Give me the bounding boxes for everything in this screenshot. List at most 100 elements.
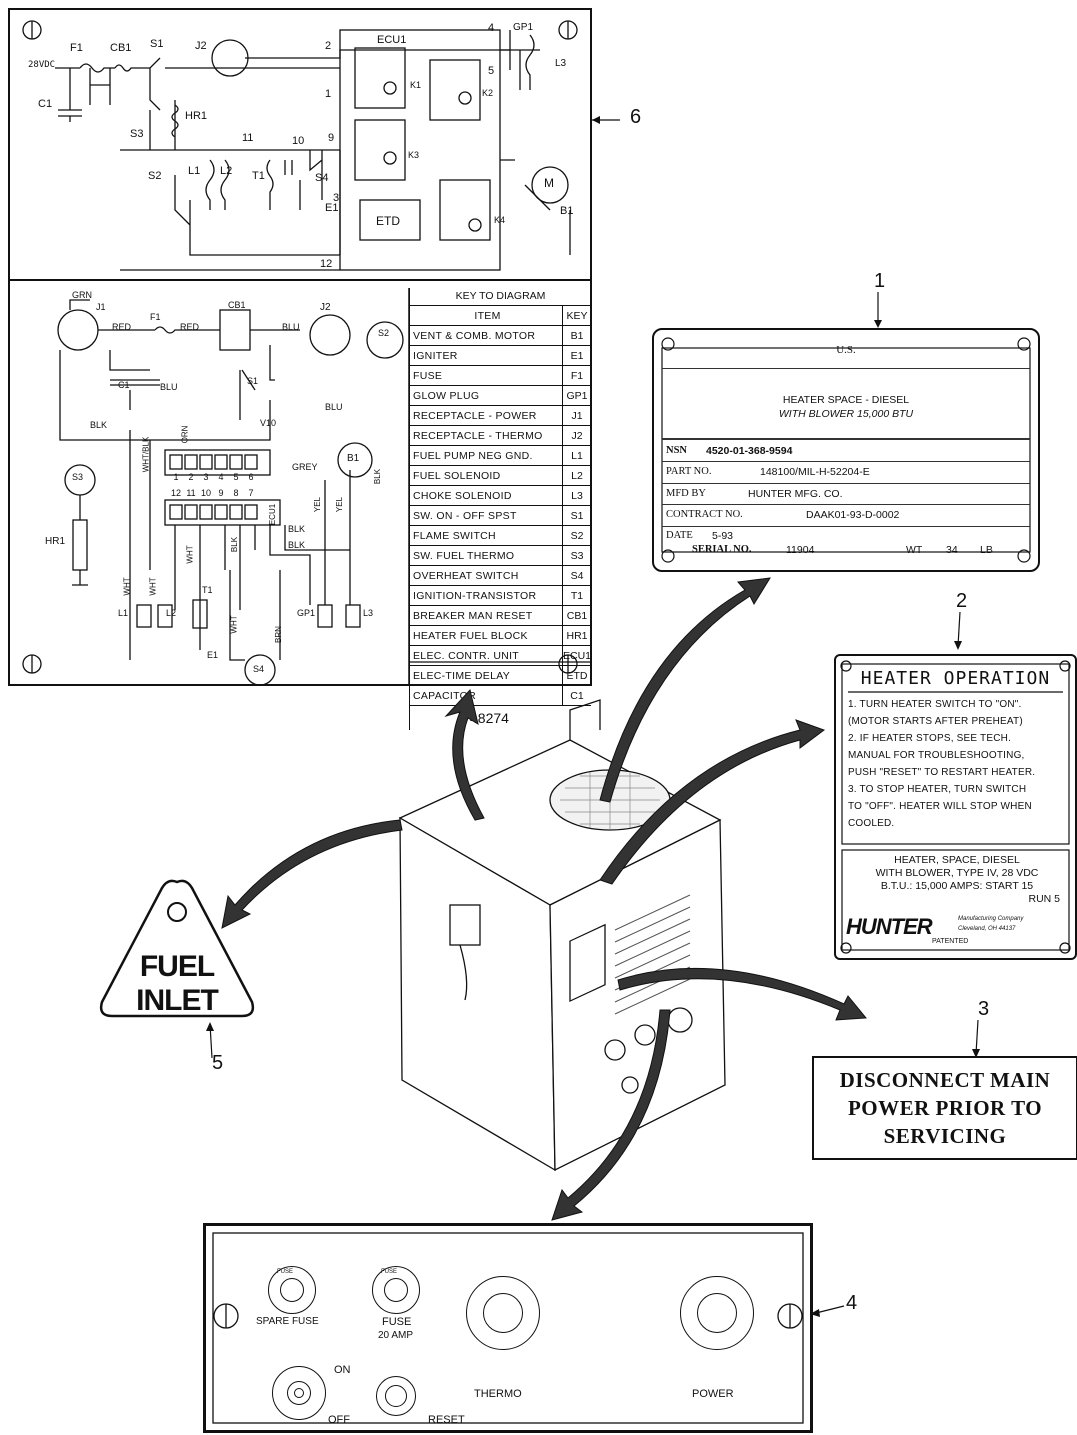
leader-4 (810, 1305, 845, 1317)
fuse-holder[interactable]: FUSE (372, 1266, 420, 1314)
reset-label: RESET (428, 1414, 465, 1426)
key-item: RECEPTACLE - THERMO (413, 429, 543, 442)
wire-blu1: BLU (282, 322, 300, 332)
hunter-logo-sub1: Manufacturing Company (958, 916, 1024, 922)
operation-line: (MOTOR STARTS AFTER PREHEAT) (848, 716, 1023, 727)
wire-t1: T1 (202, 585, 213, 595)
operation-line: 1. TURN HEATER SWITCH TO "ON". (848, 699, 1022, 710)
label-b1: B1 (560, 205, 574, 217)
label-ecu1: ECU1 (377, 34, 407, 46)
operation-line: TO "OFF". HEATER WILL STOP WHEN (848, 801, 1032, 812)
terminal-number: 8 (233, 488, 239, 498)
label-cb1: CB1 (110, 42, 132, 54)
node-3: 3 (333, 192, 340, 204)
label-s4: S4 (315, 172, 329, 184)
label-k1: K1 (410, 80, 422, 90)
label-s3: S3 (130, 128, 144, 140)
key-item: CHOKE SOLENOID (413, 489, 512, 502)
power-label: POWER (692, 1388, 734, 1400)
wire-l2: L2 (166, 608, 177, 618)
key-code: E1 (562, 346, 591, 365)
fuse-cap-text: FUSE (277, 1269, 294, 1275)
warning-line-1: DISCONNECT MAIN (839, 1068, 1051, 1092)
label-j2: J2 (195, 40, 207, 52)
key-item: FUEL SOLENOID (413, 469, 501, 482)
label-l1: L1 (188, 165, 201, 177)
terminal-number: 1 (173, 472, 179, 482)
plate-wt-value: 34 (946, 544, 958, 556)
heater-operation-plate: HEATER OPERATION 1. TURN HEATER SWITCH T… (834, 654, 1077, 960)
wire-yel1: YEL (313, 496, 323, 513)
terminal-number: 10 (200, 488, 211, 498)
key-item: OVERHEAT SWITCH (413, 569, 519, 582)
key-item: IGNITER (413, 349, 458, 362)
key-item: IGNITION-TRANSISTOR (413, 589, 537, 602)
key-item: FLAME SWITCH (413, 529, 496, 542)
wire-wht2: WHT (148, 577, 158, 596)
node-5: 5 (488, 65, 495, 77)
key-code: S1 (562, 506, 591, 525)
wire-blu2: BLU (160, 382, 178, 392)
warning-line-2: POWER PRIOR TO (847, 1096, 1043, 1120)
key-code: T1 (562, 586, 591, 605)
wire-blu3: BLU (325, 402, 343, 412)
leader-2 (954, 611, 962, 650)
spec-line: WITH BLOWER, TYPE IV, 28 VDC (875, 867, 1039, 879)
thermo-label: THERMO (474, 1388, 522, 1400)
operation-line: MANUAL FOR TROUBLESHOOTING, (848, 750, 1025, 761)
on-off-switch[interactable] (272, 1366, 326, 1420)
plate-mfd-label: MFD BY (666, 488, 706, 499)
label-etd: ETD (376, 214, 400, 228)
node-9: 9 (328, 132, 335, 144)
power-receptacle[interactable] (680, 1276, 754, 1350)
label-hr1: HR1 (185, 110, 208, 122)
leader-5 (206, 1022, 214, 1059)
key-item: BREAKER MAN RESET (413, 609, 533, 622)
spare-fuse-holder[interactable]: FUSE (268, 1266, 316, 1314)
terminal-number: 5 (233, 472, 239, 482)
wire-blk5: BLK (230, 536, 240, 553)
key-code: F1 (562, 366, 591, 385)
key-item: SW. ON - OFF SPST (413, 509, 517, 522)
label-f1: F1 (70, 42, 83, 54)
warning-text: DISCONNECT MAIN POWER PRIOR TO SERVICING (814, 1058, 1076, 1150)
op-plate-frame (840, 660, 1071, 954)
warning-line-3: SERVICING (883, 1124, 1007, 1148)
key-item: FUEL PUMP NEG GND. (413, 449, 533, 462)
key-code: CB1 (562, 606, 591, 625)
plate-contract-label: CONTRACT NO. (666, 509, 743, 520)
terminal-number: 12 (170, 488, 181, 498)
key-table-header: ITEM KEY (410, 306, 591, 326)
label-k2: K2 (482, 88, 494, 98)
off-label: OFF (328, 1414, 350, 1426)
label-c1: C1 (38, 98, 53, 110)
plate-contract-value: DAAK01-93-D-0002 (806, 509, 900, 521)
key-item: ELEC. CONTR. UNIT (413, 649, 520, 662)
thermo-receptacle[interactable] (466, 1276, 540, 1350)
wire-brn: BRN (273, 626, 283, 643)
plate-serial-value: 11904 (786, 544, 815, 556)
control-panel: FUSE SPARE FUSE FUSE FUSE 20 AMP ON OFF … (203, 1223, 813, 1433)
wire-blk2: BLK (373, 468, 383, 485)
label-t1: T1 (252, 170, 265, 182)
wire-s1: S1 (247, 376, 259, 386)
plate-country: U.S. (836, 344, 856, 356)
label-l2: L2 (220, 165, 233, 177)
reset-button[interactable] (376, 1376, 416, 1416)
node-1: 1 (325, 88, 332, 100)
label-s2: S2 (148, 170, 162, 182)
wire-red2: RED (180, 322, 200, 332)
key-item: ELEC-TIME DELAY (413, 669, 511, 682)
key-code: ETD (562, 666, 591, 685)
wire-s2: S2 (378, 328, 390, 338)
label-l3: L3 (555, 58, 567, 69)
patented-label: PATENTED (932, 938, 969, 945)
key-table-row: IGNITION-TRANSISTOR T1 (410, 586, 591, 606)
plate-holes (661, 337, 1031, 563)
key-item: GLOW PLUG (413, 389, 480, 402)
key-code: L2 (562, 466, 591, 485)
